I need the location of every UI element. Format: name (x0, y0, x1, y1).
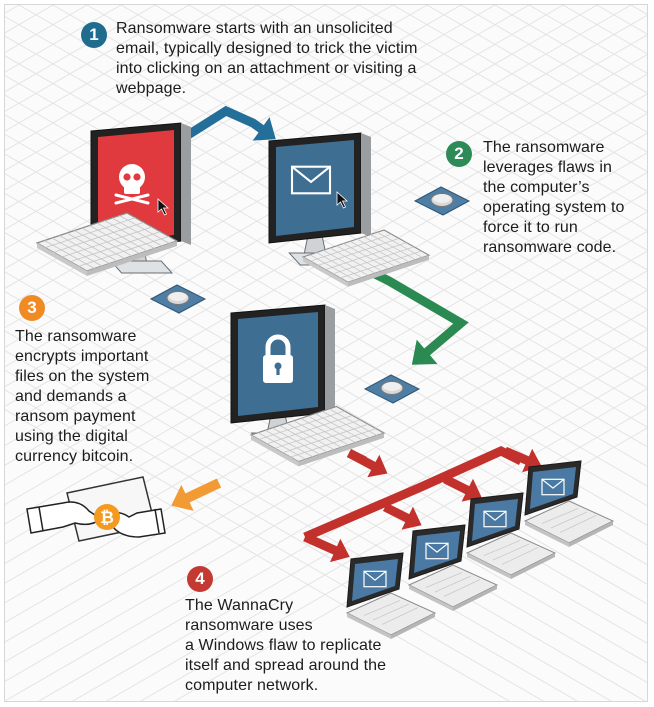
step-3-line: encrypts important (15, 348, 149, 365)
monitor-side (181, 123, 191, 245)
step-1-line: email, typically designed to trick the v… (116, 40, 418, 57)
step-1-badge: 1 (81, 22, 107, 48)
step-4-line: ransomware uses (185, 617, 313, 634)
right-cuff (154, 508, 160, 534)
step-4-line: itself and spread around the (185, 657, 387, 674)
step-2-line: The ransomware (483, 139, 605, 156)
cursor-icon (336, 191, 349, 209)
mouse (149, 284, 207, 314)
mouse (363, 374, 421, 404)
arrow-step1 (166, 105, 276, 151)
illustration: ₿ (26, 105, 615, 639)
step-1-line: webpage. (116, 80, 187, 97)
arrow-step2 (362, 264, 469, 365)
arrow-step4-network (303, 446, 542, 563)
step-4-line: computer network. (185, 677, 319, 694)
step-2-line: ransomware code. (483, 239, 617, 256)
network-laptop (523, 460, 615, 547)
network-arrow (303, 532, 350, 563)
bitcoin-icon (94, 504, 120, 530)
keyboard (35, 212, 179, 276)
step-2-line: operating system to (483, 199, 625, 216)
laptop-envelope-icon (363, 570, 387, 588)
step-2-line: force it to run (483, 219, 578, 236)
step-3-line: currency bitcoin. (15, 448, 134, 465)
network-arrow (442, 474, 482, 502)
step-2-badge: 2 (446, 141, 472, 167)
laptop-envelope-icon (425, 542, 449, 560)
step-3-badge: 3 (19, 295, 45, 321)
step-1-text: Ransomware starts with an unsolicited em… (116, 19, 418, 99)
step-3-line: and demands a (15, 388, 127, 405)
step-3-line: files on the system (15, 368, 150, 385)
step-1-line: into clicking on an attachment or visiti… (116, 60, 417, 77)
cursor-icon (157, 198, 170, 216)
network-arrow (382, 502, 422, 530)
step-3-line: The ransomware (15, 328, 137, 345)
keyboard (249, 405, 386, 467)
monitor-base (109, 260, 174, 274)
step-2-line: leverages flaws in (483, 159, 612, 176)
bitcoin-symbol: ₿ (100, 508, 114, 528)
step-3-text: The ransomware encrypts important files … (15, 327, 149, 467)
diagram-frame: ₿ 1 Ransomware starts with an unsolicite… (4, 4, 648, 702)
keyboard (301, 229, 431, 287)
network-laptop (407, 524, 499, 611)
laptop-envelope-icon (483, 510, 507, 528)
padlock-icon (263, 334, 293, 383)
envelope-icon (290, 165, 332, 195)
mouse (413, 186, 471, 216)
monitor-screen (276, 140, 354, 236)
skull-icon (114, 164, 150, 205)
step-3-line: using the digital (15, 428, 128, 445)
step-3-line: ransom payment (15, 408, 136, 425)
step-4-text: The WannaCry ransomware uses a Windows f… (185, 596, 386, 696)
step-4-badge: 4 (187, 566, 213, 592)
monitor-side (361, 133, 371, 237)
bitcoin-exchange: ₿ (26, 476, 166, 542)
locked-monitor (230, 304, 335, 446)
arrow-step3 (171, 478, 222, 511)
step-4-line: The WannaCry (185, 597, 294, 614)
network-laptop (345, 552, 437, 639)
step-4-line: a Windows flaw to replicate (185, 637, 382, 654)
monitor-side (325, 305, 335, 417)
step-2-line: the computer’s (483, 179, 590, 196)
network-arrow (346, 449, 388, 478)
network-laptop (465, 492, 557, 579)
step-1-line: Ransomware starts with an unsolicited (116, 20, 393, 37)
laptop-envelope-icon (541, 478, 565, 496)
left-cuff (38, 506, 44, 532)
step-2-text: The ransomware leverages flaws in the co… (483, 138, 625, 258)
